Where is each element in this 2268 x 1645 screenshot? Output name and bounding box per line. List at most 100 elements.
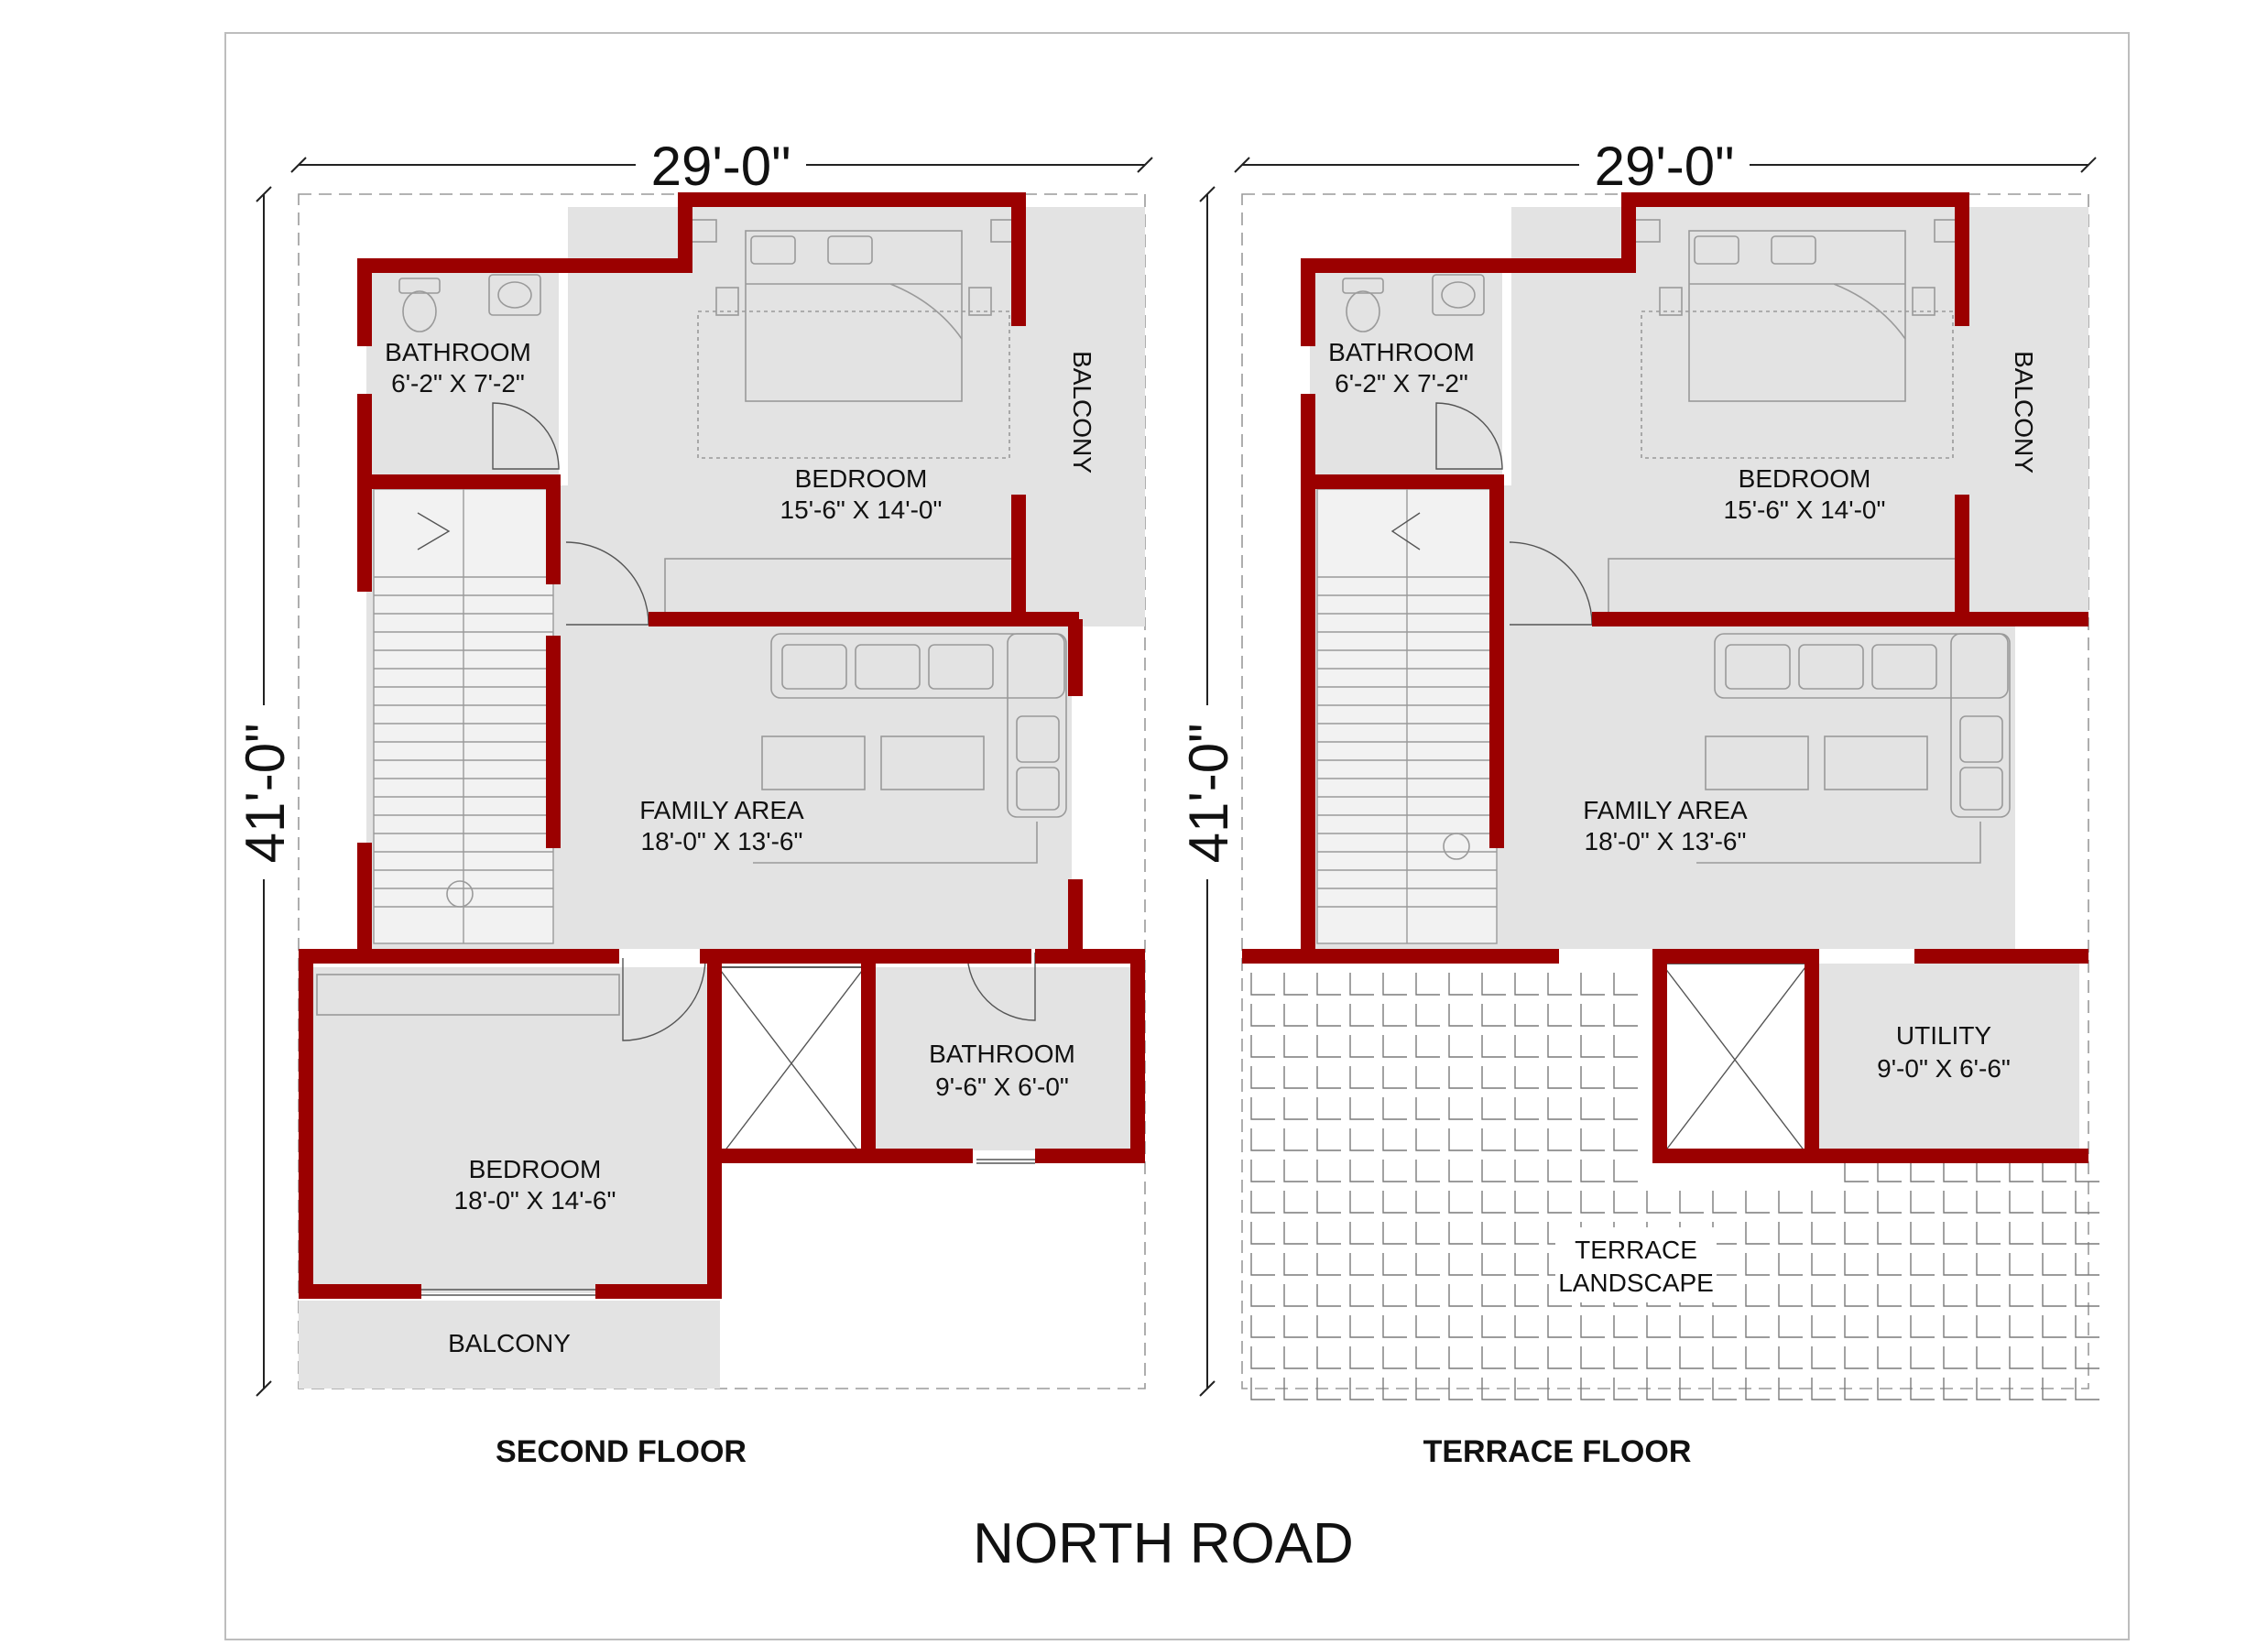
terrace-tile [1811,1253,1836,1276]
width-dimension: 29'-0" [290,134,1153,197]
terrace-tile [2042,1191,2066,1214]
bathroom-label: BATHROOM [385,338,531,366]
terrace-tile [1349,1004,1374,1027]
terrace-tile [1283,1160,1308,1182]
terrace-tile [1514,1253,1539,1276]
terrace-tile [1283,1066,1308,1089]
terrace-tile [1382,1128,1407,1151]
terrace-tile [1844,1315,1869,1338]
terrace-tile [1250,1160,1275,1182]
terrace-tile [1514,973,1539,996]
terrace-tile [1646,1378,1671,1400]
terrace-tile [1910,1378,1935,1400]
terrace-tile [1382,1097,1407,1120]
terrace-tile [1283,1004,1308,1027]
terrace-tile [1514,1378,1539,1400]
terrace-tile [1679,1346,1704,1369]
terrace-tile [1481,1191,1506,1214]
terrace-tile [2075,1346,2099,1369]
terrace-tile [1547,1066,1572,1089]
terrace-tile [1877,1346,1902,1369]
terrace-tile [1877,1378,1902,1400]
terrace-tile [1283,1128,1308,1151]
staircase [1316,488,1498,944]
terrace-tile [1250,1066,1275,1089]
terrace-tile [1250,1004,1275,1027]
terrace-tile [1448,1315,1473,1338]
terrace-tile [1316,1128,1341,1151]
terrace-tile [1316,1222,1341,1245]
terrace-tile [1613,1004,1638,1027]
terrace-tile [1976,1346,2001,1369]
utility-label: UTILITY [1896,1021,1992,1050]
terrace-tile [1910,1346,1935,1369]
terrace-tile [1514,1004,1539,1027]
terrace-tile [2042,1284,2066,1307]
terrace-tile [1745,1346,1770,1369]
terrace-tile [1481,1160,1506,1182]
terrace-tile [1547,1378,1572,1400]
terrace-tile [1910,1222,1935,1245]
terrace-tile [1844,1222,1869,1245]
terrace-tile [2009,1160,2034,1182]
terrace-tile [2042,1346,2066,1369]
terrace-tile [1778,1284,1803,1307]
terrace-tile [1481,1066,1506,1089]
terrace-tile [1250,1222,1275,1245]
terrace-tile [1316,1378,1341,1400]
terrace-tile [1283,1097,1308,1120]
terrace-tile [1877,1160,1902,1182]
terrace-tile [1250,1097,1275,1120]
terrace-tile [1547,973,1572,996]
bedroom-label: BEDROOM [795,464,928,493]
bathroom-label: BATHROOM [929,1040,1075,1068]
terrace-tile [1613,1097,1638,1120]
bedroom-size: 15'-6" X 14'-0" [1724,496,1886,524]
terrace-tile [1316,1097,1341,1120]
terrace-tile [1283,973,1308,996]
terrace-tile [1448,1066,1473,1089]
terrace-tile [1712,1191,1737,1214]
terrace-tile [2075,1378,2099,1400]
terrace-tile [2042,1222,2066,1245]
family-area-label: FAMILY AREA [1583,796,1748,824]
terrace-tile [2075,1191,2099,1214]
depth-dimension: 41'-0" [1178,186,1239,1397]
terrace-tile [2042,1160,2066,1182]
terrace-tile [1415,1066,1440,1089]
terrace-floor-plan: 29'-0" 41'-0" BATHROOM 6'-2" X 7'-2" BED… [1178,134,2099,1469]
family-area-size: 18'-0" X 13'-6" [1585,827,1747,855]
terrace-tile [1250,1253,1275,1276]
depth-dimension: 41'-0" [234,186,296,1397]
depth-dimension-label: 41'-0" [1178,724,1239,864]
bathroom-size: 9'-6" X 6'-0" [935,1073,1069,1101]
terrace-tile [1250,1378,1275,1400]
terrace-tile [1778,1346,1803,1369]
terrace-tile [1481,1284,1506,1307]
terrace-tile [1514,1066,1539,1089]
utility-size: 9'-0" X 6'-6" [1877,1054,2011,1083]
balcony-label: BALCONY [448,1329,571,1357]
second-floor-plan: 29'-0" 41'-0" BATHROOM 6'-2" X 7'-2" BED… [234,134,1153,1469]
terrace-tile [1580,973,1605,996]
terrace-tile [1745,1222,1770,1245]
terrace-tile [1547,1097,1572,1120]
terrace-tile [1250,1035,1275,1058]
terrace-tile [1448,1253,1473,1276]
terrace-tile [1514,1128,1539,1151]
width-dimension-label: 29'-0" [1595,136,1735,197]
terrace-tile [1844,1378,1869,1400]
terrace-tile [1943,1222,1968,1245]
terrace-tile [1415,1222,1440,1245]
terrace-tile [1415,1160,1440,1182]
terrace-tile [1349,1315,1374,1338]
terrace-tile [1943,1191,1968,1214]
terrace-tile [1448,1378,1473,1400]
staircase [373,488,554,944]
terrace-tile [1943,1315,1968,1338]
terrace-tile [1415,1097,1440,1120]
terrace-tile [1580,1066,1605,1089]
terrace-tile [1745,1378,1770,1400]
terrace-tile [1877,1253,1902,1276]
terrace-tile [1283,1191,1308,1214]
